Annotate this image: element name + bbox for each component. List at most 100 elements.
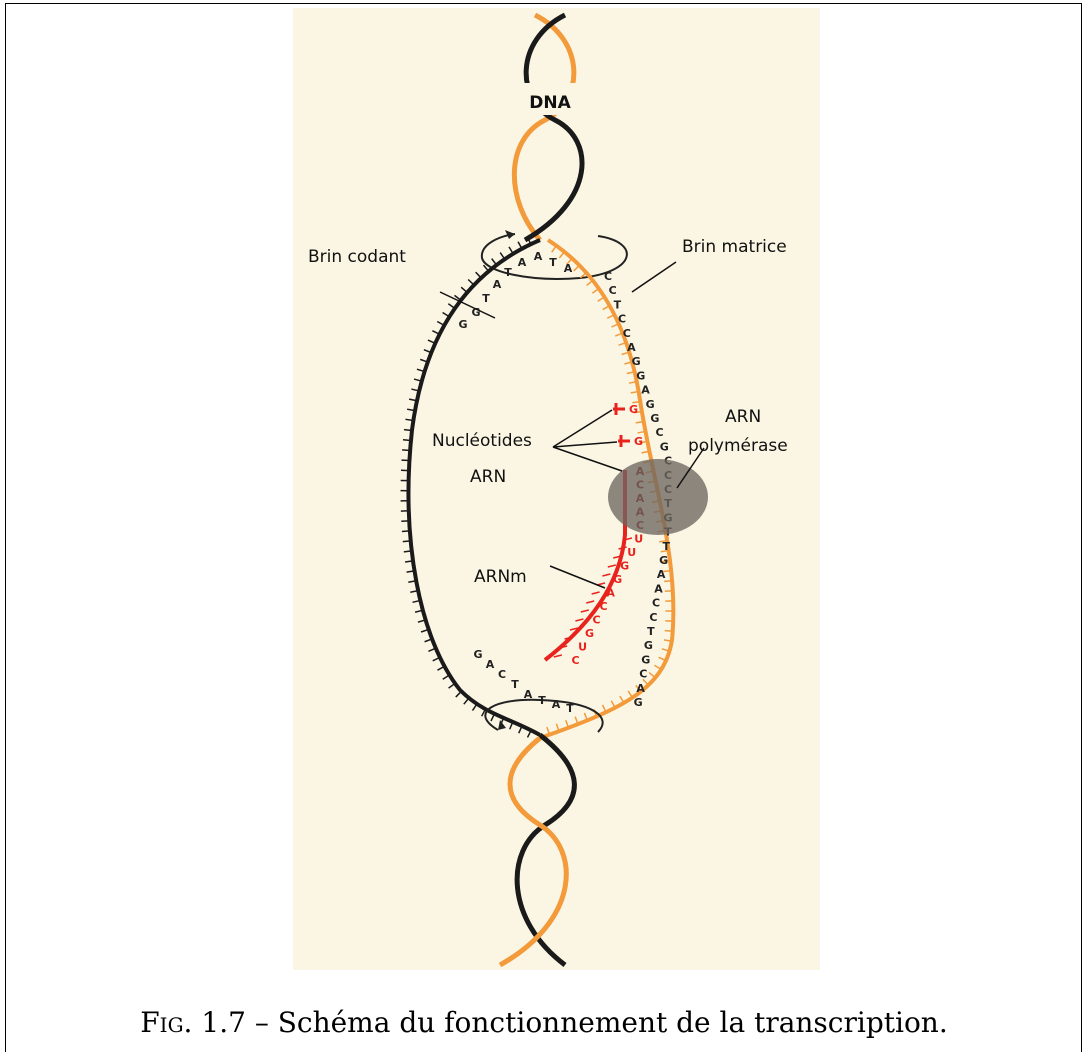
strand-tick [403,440,411,441]
base-letter: G [636,369,645,382]
strand-tick [552,246,557,252]
caption-number: 1.7 [201,1006,246,1039]
svg-text:G: G [629,403,638,416]
strand-tick [476,272,481,278]
base-letter: C [593,614,601,627]
base-letter: C [600,600,608,613]
template-strand-leader [632,262,676,292]
bottom-closing-base-letters: GACTATAT [473,648,574,715]
strand-tick [665,631,673,632]
caption-text: – Schéma du fonctionnement de la transcr… [255,1006,948,1039]
base-letter: C [618,313,626,326]
base-letter: G [646,398,655,411]
base-letter: U [627,546,636,559]
strand-tick [402,531,410,532]
base-letter: A [636,682,645,695]
base-letter: T [549,256,557,269]
mrna-tick [581,610,589,612]
base-letter: T [482,292,490,305]
base-letter: T [662,540,670,553]
incoming-nucleotide-1: G [613,403,638,416]
base-letter: G [634,696,643,709]
base-letter: G [613,573,622,586]
base-letter: A [627,341,636,354]
mrna-leader [550,566,605,588]
strand-tick [464,698,469,704]
figure-caption: Fig. 1.7 – Schéma du fonctionnement de l… [0,1006,1088,1039]
coding-strand-ticks [401,237,532,737]
strand-tick [492,259,497,265]
polymerase-label-line2: polymérase [688,436,788,456]
strand-tick [559,252,564,258]
base-letter: G [660,440,669,453]
polymerase-label-line1: ARN [725,407,761,427]
strand-tick [628,691,632,698]
nucleotides-label: Nucléotides [432,431,532,451]
strand-tick [592,289,599,294]
strand-tick [404,551,412,552]
strand-tick [649,673,655,678]
base-letter: A [518,256,527,269]
caption-fig-label: Fig. [140,1006,192,1039]
base-letter: G [473,648,482,661]
base-letter: G [620,560,629,573]
mrna-tick [575,619,583,621]
base-letter: A [606,587,615,600]
mrna-tick [554,655,562,657]
strand-tick [587,280,593,285]
base-letter: G [458,318,467,331]
base-letter: C [639,668,647,681]
base-letter: G [632,355,641,368]
strand-tick [402,450,410,451]
mrna-tick [602,574,610,576]
base-letter: C [609,284,617,297]
base-letter: A [657,568,666,581]
base-letter: T [614,298,622,311]
base-letter: T [511,678,519,691]
strand-tick [468,279,474,285]
mrna-label: ARNm [474,567,527,587]
base-letter: A [493,278,502,291]
dna-label: DNA [529,93,571,113]
strand-tick [443,313,450,317]
base-letter: C [623,327,631,340]
base-letter: C [498,668,506,681]
base-letter: C [649,611,657,624]
base-letter: U [634,533,643,546]
base-letter: A [654,582,663,595]
strand-tick [404,430,412,431]
base-letter: G [644,639,653,652]
base-letter: U [578,641,587,654]
incoming-nucleotide-2: G [618,435,643,448]
mrna-tick [586,601,594,603]
coding-strand-label: Brin codant [308,247,406,267]
top-double-helix [514,15,582,240]
base-letter: T [504,266,512,279]
rna-polymerase-blob [608,459,708,535]
strand-tick [456,691,462,697]
base-letter: C [571,654,579,667]
base-letter: G [650,412,659,425]
top-opening-base-letters: GGTATAATA [458,250,572,331]
base-letter: T [647,625,655,638]
bottom-double-helix [500,735,574,965]
strand-tick [448,304,455,309]
base-letter: G [585,627,594,640]
base-letter: A [641,384,650,397]
base-letter: A [564,262,573,275]
base-letter: G [641,653,650,666]
base-letter: C [652,597,660,610]
strand-tick [403,541,411,542]
top-arrowhead [505,230,515,239]
svg-text:G: G [634,435,643,448]
base-letter: C [604,270,612,283]
template-strand-label: Brin matrice [682,237,787,257]
strand-tick [500,253,505,260]
base-letter: G [659,554,668,567]
mrna-tick [608,565,616,567]
strand-tick [472,704,476,711]
nucleotides-label-arn: ARN [470,467,506,487]
strand-tick [461,287,467,292]
base-letter: A [486,658,495,671]
base-letter: A [534,250,543,263]
